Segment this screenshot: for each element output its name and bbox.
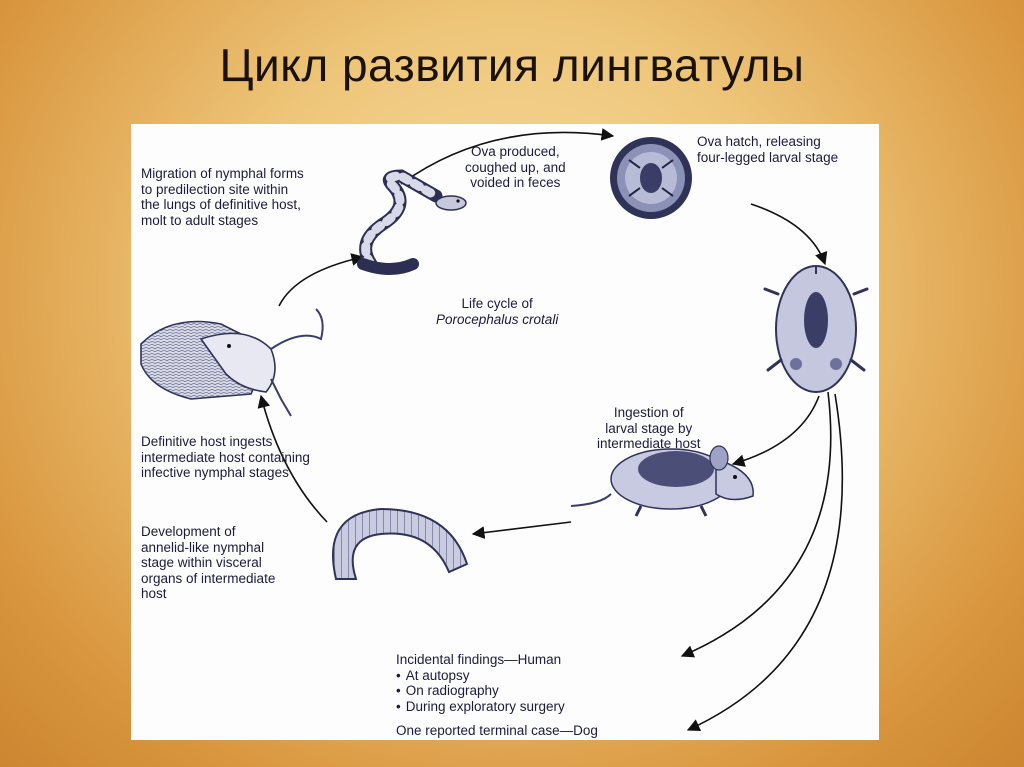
ova-icon [610, 137, 692, 219]
incidental-list: At autopsy On radiography During explora… [396, 668, 565, 715]
arrow-mouse-to-nymph [471, 521, 572, 539]
label-line: four-legged larval stage [697, 149, 839, 165]
life-cycle-diagram: Life cycle of Porocephalus crotali Ova p… [131, 124, 879, 740]
label-line: host [141, 586, 167, 601]
label-ova-produced: Ova produced, coughed up, and voided in … [465, 144, 566, 191]
label-line: intermediate host [597, 436, 701, 451]
arrow-larva-to-dog [686, 393, 844, 732]
label-ova-hatch: Ova hatch, releasing four-legged larval … [697, 134, 838, 165]
label-line: organs of intermediate [141, 570, 276, 586]
label-definitive-host: Definitive host ingests intermediate hos… [141, 434, 310, 481]
label-line: Ova hatch, releasing [697, 134, 821, 149]
arrow-snake-to-ova [400, 128, 615, 185]
label-line: coughed up, and [465, 159, 566, 175]
label-line: annelid-like nymphal [141, 539, 265, 555]
label-line: Development of [141, 524, 236, 539]
center-label-line1: Life cycle of [461, 296, 533, 311]
cycle-arrows [257, 128, 844, 732]
label-line: the lungs of definitive host, [141, 197, 301, 212]
label-line: stage within visceral [141, 555, 262, 570]
incidental-title: Incidental findings—Human [396, 652, 562, 667]
incidental-item: During exploratory surgery [396, 699, 565, 715]
label-ingestion: Ingestion of larval stage by intermediat… [597, 405, 701, 452]
center-label: Life cycle of Porocephalus crotali [436, 296, 558, 327]
label-development: Development of annelid-like nymphal stag… [141, 524, 275, 602]
arrow-ova-to-larva [750, 203, 828, 266]
incidental-item: At autopsy [396, 668, 565, 684]
label-line: Definitive host ingests [141, 434, 273, 449]
label-line: voided in feces [470, 175, 561, 190]
label-line: molt to adult stages [141, 212, 259, 228]
diagram-artwork [140, 128, 869, 732]
label-line: infective nymphal stages [141, 465, 289, 480]
label-line: larval stage by [605, 420, 693, 436]
arrow-rattler-to-snake [278, 253, 365, 307]
slide-title: Цикл развития лингватулы [219, 39, 805, 91]
label-line: Migration of nymphal forms [141, 166, 304, 181]
arrow-larva-to-human [680, 391, 832, 658]
terminal-case: One reported terminal case—Dog [396, 723, 598, 738]
label-line: to predilection site within [141, 181, 289, 197]
rattlesnake-eating-icon [140, 308, 324, 417]
incidental-findings: Incidental findings—Human At autopsy On … [396, 652, 565, 714]
arrow-larva-to-mouse [731, 395, 820, 467]
snake-icon [357, 169, 467, 275]
mouse-icon [570, 445, 754, 517]
incidental-item: On radiography [396, 683, 565, 699]
center-label-species: Porocephalus crotali [436, 311, 559, 327]
label-migration: Migration of nymphal forms to predilecti… [141, 166, 304, 228]
arrow-nymph-to-rattler [257, 394, 328, 523]
label-line: Ingestion of [613, 405, 684, 420]
nymph-icon [332, 507, 469, 580]
label-line: intermediate host containing [141, 449, 310, 465]
larva-icon [763, 265, 869, 393]
label-line: Ova produced, [471, 144, 560, 159]
